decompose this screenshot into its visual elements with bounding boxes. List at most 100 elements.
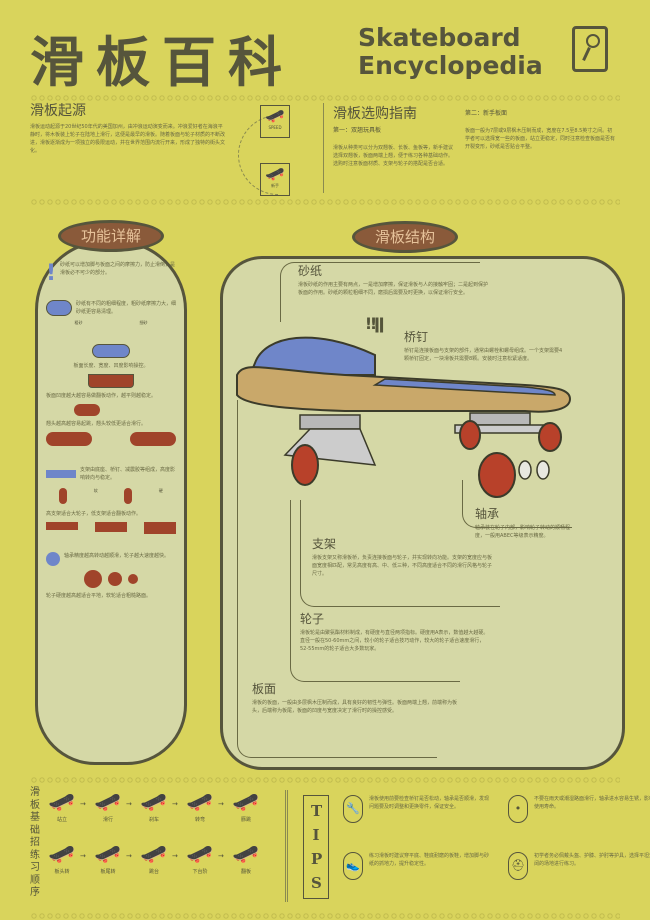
truck-heights	[46, 522, 176, 534]
truck-icon	[46, 470, 76, 478]
part-text: 滑板支架又称滑板桥，负责连接板面与轮子，并实现转向功能。支架的宽度应与板面宽度相…	[312, 555, 493, 577]
part-name: 支架	[312, 537, 337, 551]
bracket-line	[462, 480, 572, 528]
bearing-icon	[518, 460, 532, 480]
function-text: 砂纸可以增加脚与板面之间的摩擦力，防止滑倒，是滑板必不可少的部分。	[60, 262, 176, 276]
arrow-icon: →	[218, 852, 224, 860]
dotted-divider	[30, 912, 620, 920]
truck-icon	[46, 522, 78, 530]
guide-text1: 滑板从种类可以分为双翘板、长板、鱼板等，新手建议选择双翘板，板面两端上翘，便于练…	[333, 145, 454, 167]
part-grip: 砂纸滑板砂纸的作用主要有两点，一是增加摩擦，保证滑板与人的接触牢固；二是起到保护…	[298, 262, 488, 297]
arrow-icon: →	[172, 800, 178, 808]
wheel-icon	[108, 572, 122, 586]
caption: 细砂	[139, 320, 148, 325]
part-bolts: 桥钉桥钉是连接板面与支架的部件，通常由螺栓和螺母组成。一个支架需要4颗桥钉固定，…	[404, 328, 564, 363]
move-step: 🛹 跳台	[134, 842, 174, 875]
skater-figure-icon: 🛹	[48, 842, 76, 867]
move-label: 站立	[56, 817, 67, 823]
deck-concave-icon	[88, 374, 134, 388]
move-label: 跳台	[148, 869, 159, 875]
function-item: 轴承精度越高转动越顺滑，轮子越大速度越快。	[46, 552, 176, 566]
function-text: 砂纸有不同的粗细程度，粗砂纸摩擦力大，细砂纸更容易清理。	[76, 301, 177, 315]
move-step: 🛹下台阶	[180, 842, 220, 875]
guide-title: 滑板选购指南	[333, 106, 417, 122]
shoe-icon: 👟	[343, 852, 363, 880]
wheel-icon	[538, 422, 562, 452]
bracket-line	[280, 262, 480, 322]
function-text: 支架由底座、桥钉、减震胶等组成，高度影响转向与稳定。	[80, 467, 176, 481]
arrow-icon: →	[126, 800, 132, 808]
wheel-icon	[459, 420, 481, 450]
part-text: 轴承装在轮子内部，影响轮子转动的顺畅程度，一般用ABEC等级表示精度。	[475, 525, 571, 539]
part-text: 滑板砂纸的作用主要有两点，一是增加摩擦，保证滑板与人的接触牢固；二是起到保护板面…	[298, 282, 489, 296]
wheel-sizes	[46, 570, 176, 588]
grit-captions: 粗砂 细砂	[46, 320, 176, 326]
dotted-divider	[30, 94, 620, 102]
truck-icon	[95, 522, 127, 532]
wrench-icon: 🔧	[343, 795, 363, 823]
arrow-icon: →	[172, 852, 178, 860]
move-label: 转弯	[194, 817, 205, 823]
function-text: 板面长度、宽度、凹度影响操控。	[73, 363, 149, 369]
book-search-icon	[572, 26, 608, 72]
bracket-line	[290, 500, 460, 682]
guide-section: 滑板选购指南 第一：双翘玩具板 滑板从种类可以分为双翘板、长板、鱼板等，新手建议…	[333, 103, 455, 168]
skater-figure-icon: 🛹	[232, 790, 260, 815]
move-label: 板尾转	[100, 869, 116, 875]
bracket-line	[300, 500, 500, 607]
guide-text2: 板面一般为7层或9层枫木压制而成，宽度在7.5至8.5英寸之间。初学者可以选择宽…	[465, 128, 616, 150]
skater-figure-icon: 🛹	[186, 790, 214, 815]
functions-panel: !砂纸可以增加脚与板面之间的摩擦力，防止滑倒，是滑板必不可少的部分。 砂纸有不同…	[35, 240, 187, 765]
origin-section: 滑板起源 滑板运动起源于20世纪50年代的美国加州，由冲浪运动演变而来。冲浪爱好…	[30, 100, 225, 155]
part-text: 桥钉是连接板面与支架的部件，通常由螺栓和螺母组成。一个支架需要4颗桥钉固定，一块…	[404, 348, 563, 362]
structure-label: 滑板结构	[352, 221, 458, 253]
function-text: 板面凹度越大越容易做翻板动作，越平则越稳定。	[46, 393, 157, 399]
tip-text: 滑板使用前要检查桥钉是否松动，轴承是否顺滑，发现问题要及时调整和更换零件，保证安…	[369, 796, 490, 810]
move-label: 滑行	[102, 817, 113, 823]
deck-kick-icon	[74, 404, 100, 416]
move-step: 🛹豚跳	[226, 790, 266, 823]
move-step: 🛹站立	[42, 790, 82, 823]
function-text: 高支架适合大轮子，低支架适合翻板动作。	[46, 511, 142, 517]
guide-section-2: 第二：新手板面 板面一般为7层或9层枫木压制而成，宽度在7.5至8.5英寸之间。…	[465, 108, 615, 151]
skater-figure-icon: 🛹	[140, 842, 168, 867]
divider-line	[285, 790, 288, 902]
tips-title: TIPS	[303, 795, 329, 899]
structure-panel	[220, 256, 625, 770]
deck-shape-icon	[46, 432, 92, 446]
skater-figure-icon: 🛹	[186, 842, 214, 867]
caption: 软	[93, 488, 98, 493]
title-en-line1: Skateboard	[358, 23, 521, 52]
bracket-line	[237, 400, 437, 758]
part-name: 砂纸	[298, 264, 323, 278]
arrow-icon: →	[80, 800, 86, 808]
origin-title: 滑板起源	[30, 103, 86, 119]
caption: 硬	[158, 488, 163, 493]
caption: 粗砂	[74, 320, 83, 325]
move-step: 🛹板头转	[42, 842, 82, 875]
move-step: 🛹刹车	[134, 790, 174, 823]
move-label: 刹车	[148, 817, 159, 823]
functions-list: !砂纸可以增加脚与板面之间的摩擦力，防止滑倒，是滑板必不可少的部分。 砂纸有不同…	[46, 261, 176, 600]
tip-text: 不要在雨天或潮湿路面滑行，轴承进水容易生锈，影响使用寿命。	[534, 796, 650, 810]
bearing-icon: •	[508, 795, 528, 823]
skater-figure-icon: 🛹	[94, 842, 122, 867]
guide-sub2: 第二：新手板面	[465, 110, 508, 117]
icon-label: 新手	[271, 183, 279, 188]
grip-tape-icon	[248, 336, 376, 376]
part-name: 板面	[252, 682, 277, 696]
deck-icon	[236, 366, 572, 413]
poster-title-cn: 滑板百科	[30, 31, 294, 94]
skater-figure-icon: 🛹	[232, 842, 260, 867]
bushing-icon	[59, 488, 68, 504]
tip-item: 👟练习滑板时建议穿平底、鞋底耐磨的板鞋，增加脚与砂纸的抓地力，提升稳定性。	[343, 852, 493, 880]
arrow-icon: →	[218, 800, 224, 808]
function-text: 轴承精度越高转动越顺滑，轮子越大速度越快。	[64, 553, 170, 559]
deck-shapes	[46, 432, 176, 446]
dotted-divider	[30, 198, 620, 206]
divider-line	[323, 103, 324, 193]
functions-label: 功能详解	[58, 220, 164, 252]
wheel-icon	[84, 570, 102, 588]
part-text: 滑板的板面，一般由多层枫木压制而成，具有良好的韧性与弹性。板面两端上翘，前端称为…	[252, 700, 458, 714]
